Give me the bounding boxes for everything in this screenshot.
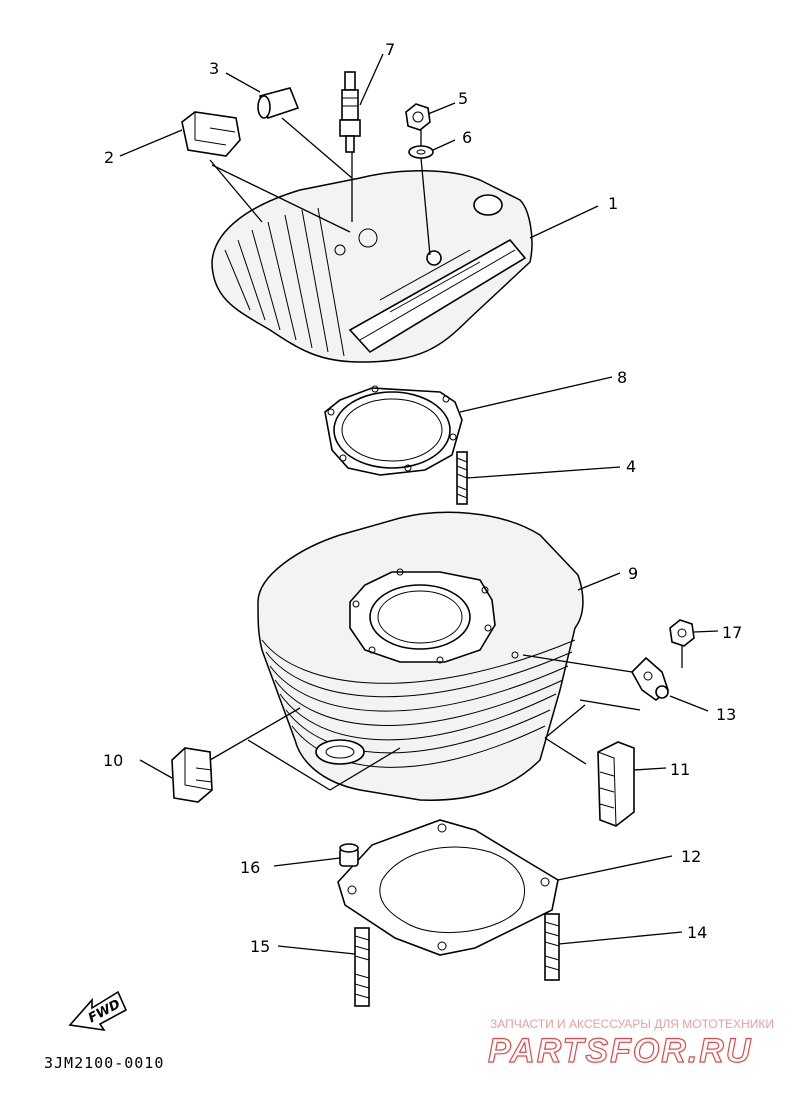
stud-4 [456,451,468,505]
callout-10: 10 [103,751,123,770]
callout-1: 1 [608,194,618,213]
damper-rubber-2 [181,111,241,157]
cylinder-9 [257,511,584,801]
leader-lines [119,53,719,955]
watermark-brand: PARTSFOR.RU [488,1032,752,1070]
spark-plug-7 [339,71,361,153]
base-gasket-12 [337,819,559,956]
callout-12: 12 [681,847,701,866]
callout-9: 9 [628,564,638,583]
bracket-13 [631,656,669,702]
stud-14 [544,913,560,981]
drawing-code: 3JM2100-0010 [44,1054,164,1072]
stud-15 [354,927,370,1007]
damper-rubber-11 [597,741,635,827]
callout-15: 15 [250,937,270,956]
washer-6 [408,145,434,159]
callout-16: 16 [240,858,260,877]
fwd-arrow: FWD [68,990,128,1032]
callout-numbers: 1 2 3 4 5 6 7 8 9 10 11 12 13 14 15 16 1… [103,40,742,956]
nut-17 [669,619,695,647]
callout-4: 4 [626,457,636,476]
dowel-16 [339,843,359,867]
watermark: ЗАПЧАСТИ И АКСЕССУАРЫ ДЛЯ МОТОТЕХНИКИ PA… [487,1017,774,1071]
watermark-tagline: ЗАПЧАСТИ И АКСЕССУАРЫ ДЛЯ МОТОТЕХНИКИ [490,1017,774,1031]
callout-17: 17 [722,623,742,642]
callout-3: 3 [209,59,219,78]
callout-13: 13 [716,705,736,724]
callout-11: 11 [670,760,690,779]
callout-8: 8 [617,368,627,387]
callout-5: 5 [458,89,468,108]
callout-6: 6 [462,128,472,147]
cylinder-head [211,170,533,363]
nut-5 [405,103,431,131]
callout-14: 14 [687,923,707,942]
head-gasket-8 [324,385,463,476]
callout-2: 2 [104,148,114,167]
damper-rubber-10 [171,747,213,803]
cap-3 [257,87,300,120]
callout-7: 7 [385,40,395,59]
